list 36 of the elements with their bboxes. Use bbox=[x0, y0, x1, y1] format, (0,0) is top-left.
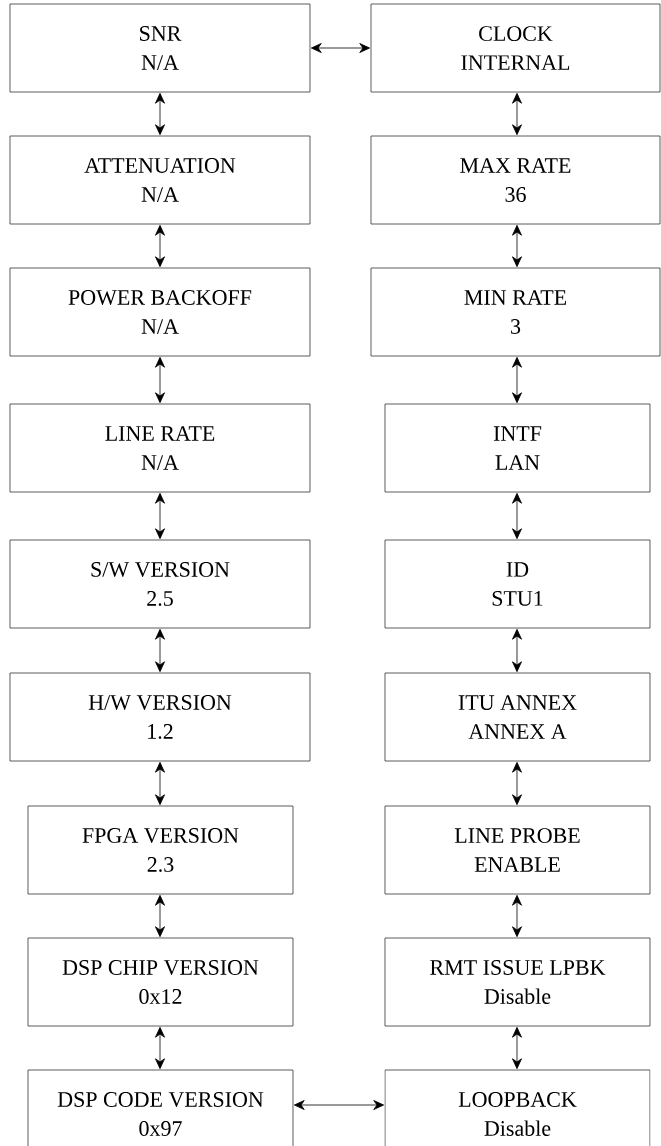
double-arrow bbox=[155, 92, 165, 136]
parameter-box: LINE PROBE ENABLE bbox=[384, 805, 651, 895]
parameter-box: POWER BACKOFF N/A bbox=[9, 267, 311, 357]
parameter-box: MAX RATE 36 bbox=[370, 135, 661, 225]
parameter-box: FPGA VERSION 2.3 bbox=[27, 805, 294, 895]
parameter-box: LOOPBACK Disable bbox=[384, 1069, 651, 1146]
parameter-box: MIN RATE 3 bbox=[370, 267, 661, 357]
double-arrow bbox=[155, 761, 165, 806]
parameter-box: DSP CHIP VERSION 0x12 bbox=[27, 937, 294, 1027]
double-arrow bbox=[512, 356, 522, 404]
parameter-box: H/W VERSION 1.2 bbox=[9, 672, 311, 762]
parameter-box: SNR N/A bbox=[9, 3, 311, 93]
double-arrow bbox=[155, 224, 165, 268]
parameter-box: CLOCK INTERNAL bbox=[370, 3, 661, 93]
double-arrow bbox=[155, 628, 165, 673]
double-arrow bbox=[293, 1100, 385, 1110]
double-arrow bbox=[310, 43, 371, 53]
double-arrow bbox=[512, 761, 522, 806]
double-arrow bbox=[512, 628, 522, 673]
double-arrow bbox=[155, 356, 165, 404]
parameter-box: LINE RATE N/A bbox=[9, 403, 311, 493]
parameter-box: DSP CODE VERSION 0x97 bbox=[27, 1069, 294, 1146]
double-arrow bbox=[512, 492, 522, 540]
double-arrow bbox=[512, 1026, 522, 1070]
double-arrow bbox=[155, 1026, 165, 1070]
double-arrow bbox=[155, 492, 165, 540]
parameter-box: ATTENUATION N/A bbox=[9, 135, 311, 225]
double-arrow bbox=[512, 224, 522, 268]
double-arrow bbox=[512, 92, 522, 136]
parameter-box: ITU ANNEX ANNEX A bbox=[384, 672, 651, 762]
parameter-box: ID STU1 bbox=[384, 539, 651, 629]
double-arrow bbox=[155, 894, 165, 938]
double-arrow bbox=[512, 894, 522, 938]
parameter-box: INTF LAN bbox=[384, 403, 651, 493]
parameter-box: RMT ISSUE LPBK Disable bbox=[384, 937, 651, 1027]
parameter-box: S/W VERSION 2.5 bbox=[9, 539, 311, 629]
